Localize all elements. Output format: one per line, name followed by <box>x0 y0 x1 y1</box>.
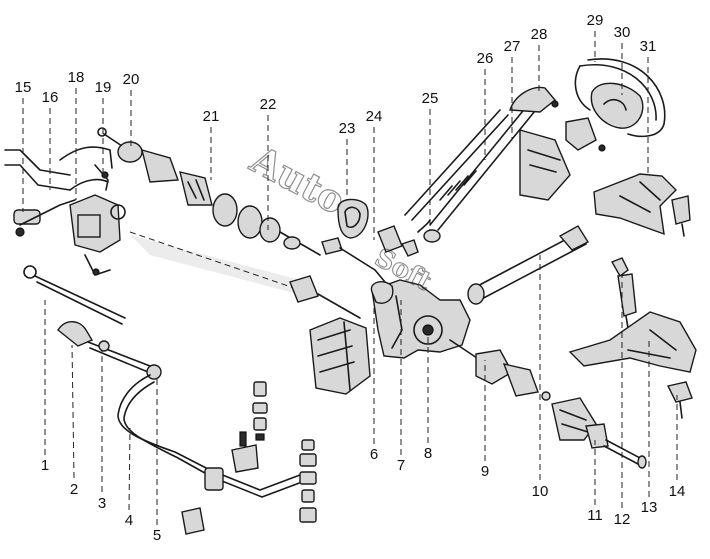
callout-number: 9 <box>481 463 489 480</box>
callout-number: 11 <box>587 507 603 524</box>
center-bushings <box>289 198 419 319</box>
left-drive-shaft <box>97 127 321 256</box>
callout-number: 16 <box>42 89 59 106</box>
brake-caliper <box>309 317 371 395</box>
callout-number: 26 <box>477 50 494 67</box>
callout-number: 17 <box>47 177 64 194</box>
callout-number: 25 <box>422 90 439 107</box>
callout-number: 28 <box>531 26 548 43</box>
upper-control-arm <box>593 173 691 237</box>
callout-number: 27 <box>504 38 521 55</box>
callout-number: 4 <box>125 512 133 529</box>
callout-number: 24 <box>366 108 383 125</box>
callout-number: 7 <box>397 457 405 474</box>
steering-wheel <box>574 58 666 138</box>
callout-number: 10 <box>532 483 549 500</box>
callout-number: 6 <box>370 446 378 463</box>
callout-number: 15 <box>15 79 32 96</box>
callout-number: 8 <box>424 445 432 462</box>
callout-number: 23 <box>339 120 356 137</box>
callout-number: 31 <box>640 38 657 55</box>
callout-number: 14 <box>669 483 686 500</box>
left-top-linkage <box>4 146 113 237</box>
callout-number: 29 <box>587 12 604 29</box>
watermark-word-1: Auto <box>243 136 353 223</box>
leader-line <box>128 427 131 511</box>
callout-number: 18 <box>68 69 85 86</box>
callout-number: 20 <box>123 71 140 88</box>
steering-knuckle <box>370 279 471 359</box>
shadow-patch <box>130 235 320 300</box>
callout-number: 1 <box>41 457 49 474</box>
callout-number: 5 <box>153 527 161 544</box>
callout-number: 22 <box>260 96 277 113</box>
callout-number: 19 <box>95 79 112 96</box>
callout-leader-lines <box>22 31 678 525</box>
callout-number: 12 <box>614 511 631 528</box>
leader-line <box>71 344 75 479</box>
callout-number: 30 <box>614 24 631 41</box>
callout-number: 13 <box>641 499 658 516</box>
stabilizer-bar <box>117 374 317 535</box>
lower-control-arm <box>568 257 697 419</box>
steering-column <box>404 86 606 243</box>
callout-number: 2 <box>70 481 78 498</box>
callout-number: 3 <box>98 495 106 512</box>
callout-number: 21 <box>203 108 220 125</box>
steering-gearbox <box>69 164 126 276</box>
